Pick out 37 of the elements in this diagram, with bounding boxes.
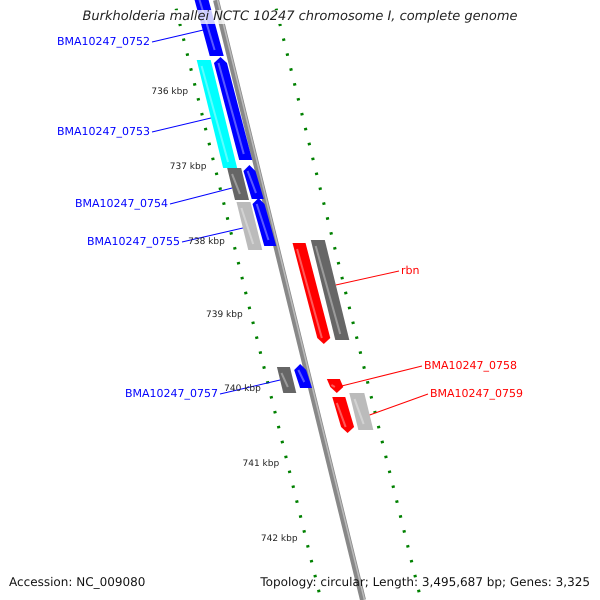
tick-label: 738 kbp bbox=[188, 236, 225, 249]
gene-label: BMA10247_0752 bbox=[56, 35, 150, 49]
pointed-gene-block bbox=[252, 198, 276, 246]
gene-label: BMA10247_0758 bbox=[424, 359, 518, 373]
tick-label: 736 kbp bbox=[151, 86, 188, 99]
gene-block bbox=[276, 367, 296, 393]
leader-line bbox=[335, 270, 400, 286]
gene-block bbox=[310, 240, 350, 340]
gene-label: BMA10247_0755 bbox=[86, 235, 180, 249]
leader-line bbox=[170, 188, 233, 204]
footer-text: Topology: circular; Length: 3,495,687 bp; Genes: 3,325 bbox=[260, 575, 590, 589]
pointed-gene-block bbox=[332, 397, 354, 433]
leader-line bbox=[182, 228, 244, 242]
gene-block bbox=[349, 393, 374, 430]
tick-label: 737 kbp bbox=[170, 161, 206, 174]
gene-label: rbn bbox=[401, 264, 420, 278]
leader-line bbox=[220, 380, 281, 394]
tick-label: 742 kbp bbox=[260, 533, 298, 546]
gene-label: BMA10247_0753 bbox=[56, 125, 150, 139]
footer-text: Accession: NC_009080 bbox=[9, 575, 146, 589]
leader-line bbox=[369, 394, 428, 416]
pointed-gene-block bbox=[292, 243, 330, 344]
gene-label: BMA10247_0759 bbox=[430, 387, 524, 401]
leader-line bbox=[152, 118, 212, 132]
pointed-gene-block bbox=[214, 57, 252, 160]
pointed-gene-block bbox=[294, 364, 312, 388]
pointed-gene-block bbox=[326, 379, 344, 393]
leader-line bbox=[341, 366, 422, 386]
leader-line bbox=[152, 30, 204, 42]
gene-label: BMA10247_0754 bbox=[74, 197, 168, 211]
tick-label: 739 kbp bbox=[206, 309, 243, 322]
tick-label: 741 kbp bbox=[242, 458, 280, 471]
gene-label: BMA10247_0757 bbox=[124, 387, 218, 401]
gene-block bbox=[236, 202, 262, 250]
tick-label: 740 kbp bbox=[224, 383, 261, 396]
gene-block bbox=[227, 168, 249, 200]
pointed-gene-block bbox=[243, 165, 264, 199]
